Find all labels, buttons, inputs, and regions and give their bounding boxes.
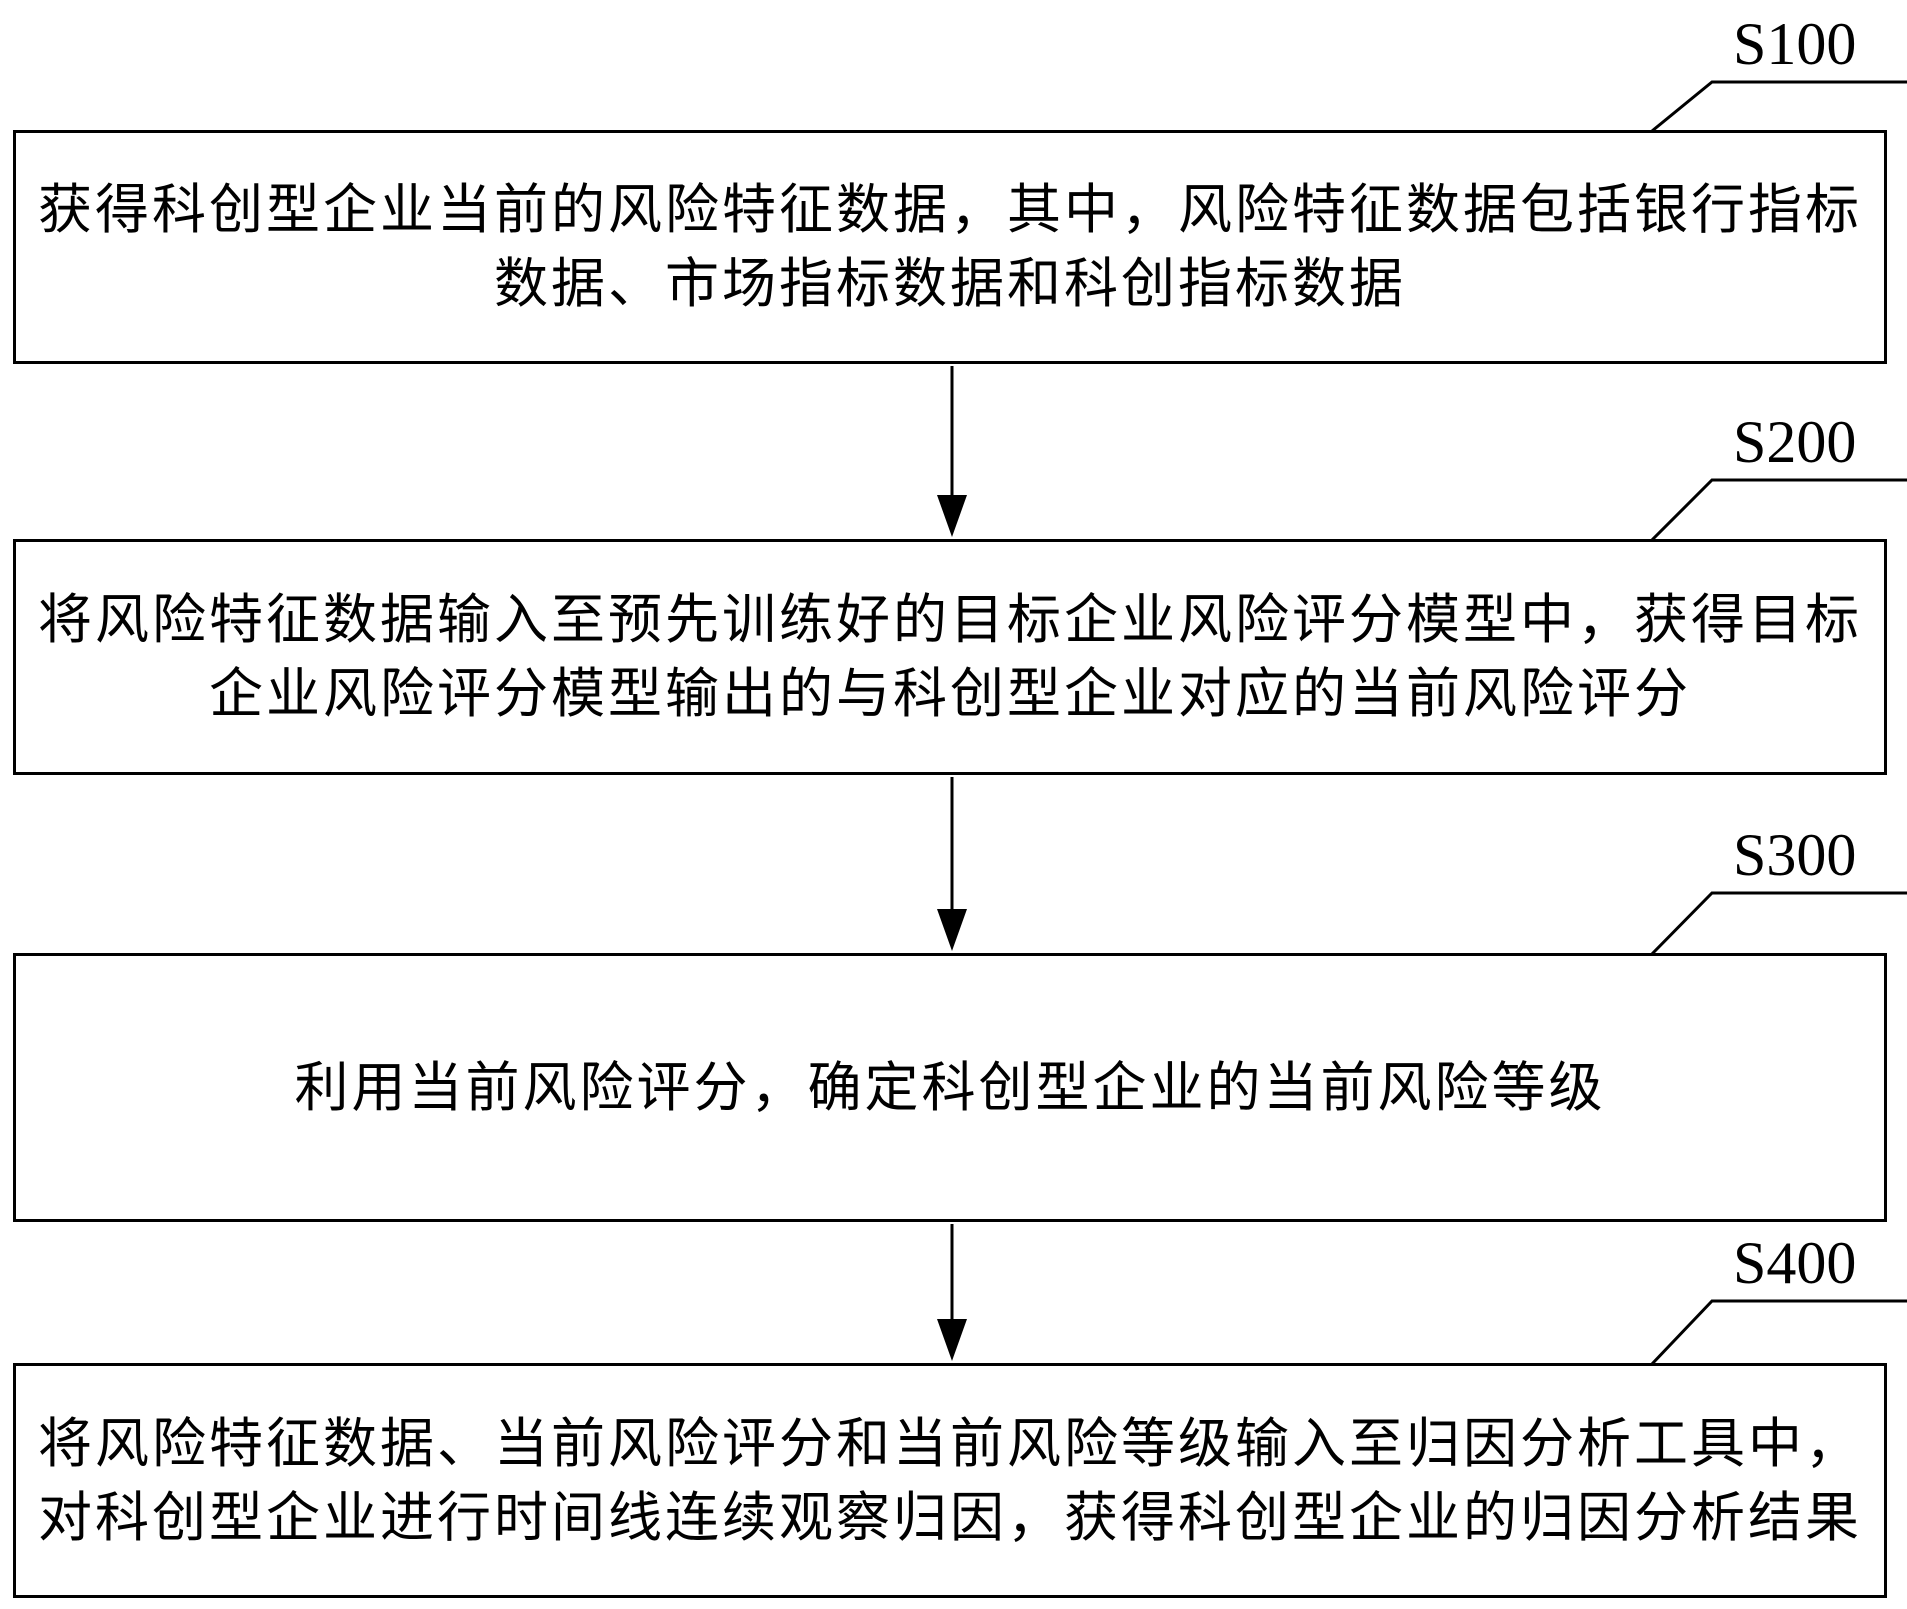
step-label-s200: S200 <box>1733 409 1857 475</box>
step-s400-text-line-2: 对科创型企业进行时间线连续观察归因，获得科创型企业的归因分析结果 <box>38 1485 1862 1549</box>
step-label-s100: S100 <box>1733 11 1857 77</box>
step-s300-connector-line <box>1650 891 1907 956</box>
step-s200-text-line-1: 将风险特征数据输入至预先训练好的目标企业风险评分模型中，获得目标 <box>38 588 1862 651</box>
step-s400-connector-line <box>1650 1299 1907 1366</box>
step-s100-text-line-2: 数据、市场指标数据和科创指标数据 <box>494 252 1406 315</box>
step-s100-text-line-1: 获得科创型企业当前的风险特征数据，其中，风险特征数据包括银行指标 <box>38 178 1862 241</box>
flow-arrow-1-head-icon <box>937 495 967 537</box>
step-box-s400: 将风险特征数据、当前风险评分和当前风险等级输入至归因分析工具中， 对科创型企业进… <box>13 1363 1887 1598</box>
step-label-s400: S400 <box>1733 1230 1857 1296</box>
step-box-s300: 利用当前风险评分，确定科创型企业的当前风险等级 <box>13 953 1887 1222</box>
step-s100-connector-line <box>1651 80 1907 133</box>
step-s200-text-line-2: 企业风险评分模型输出的与科创型企业对应的当前风险评分 <box>209 662 1691 725</box>
step-s400-text-line-1: 将风险特征数据、当前风险评分和当前风险等级输入至归因分析工具中， <box>38 1411 1862 1475</box>
flow-arrow-3-head-icon <box>937 1319 967 1361</box>
step-label-s300: S300 <box>1733 822 1857 888</box>
step-s200-connector-line <box>1650 478 1907 542</box>
step-box-s200: 将风险特征数据输入至预先训练好的目标企业风险评分模型中，获得目标 企业风险评分模… <box>13 539 1887 775</box>
step-s300-text-line-1: 利用当前风险评分，确定科创型企业的当前风险等级 <box>294 1055 1606 1119</box>
flow-arrow-2-head-icon <box>937 909 967 951</box>
step-box-s100: 获得科创型企业当前的风险特征数据，其中，风险特征数据包括银行指标 数据、市场指标… <box>13 130 1887 364</box>
